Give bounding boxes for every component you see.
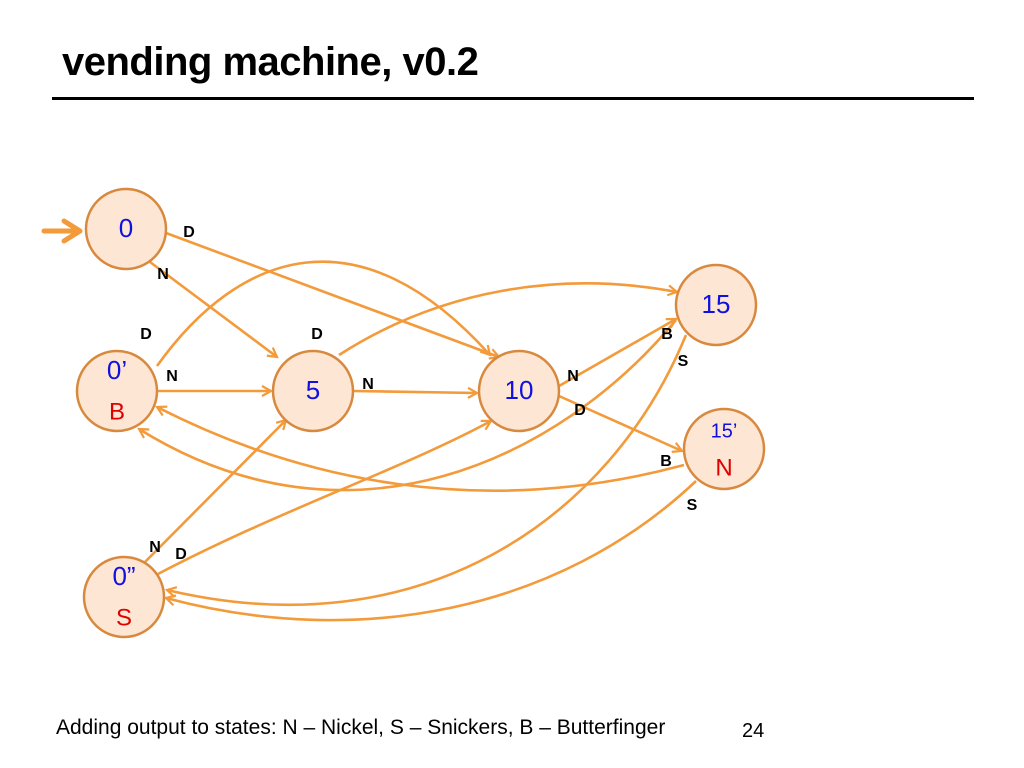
state-circle — [674, 263, 758, 347]
transition-s0-to-s5 — [149, 260, 277, 357]
transition-s5-to-s15 — [338, 282, 677, 357]
state-s0p: 0’ B — [75, 349, 159, 433]
state-output: S — [116, 604, 132, 631]
state-name: 10 — [505, 375, 534, 405]
transition-s15p-to-s0p — [157, 407, 685, 492]
state-s0pp: 0” S — [82, 555, 166, 639]
transition-s0pp-to-s5 — [143, 420, 286, 564]
state-name: 0” — [112, 561, 135, 591]
state-s15p: 15’ N — [682, 407, 766, 491]
transition-s10-to-s15p — [558, 394, 682, 451]
transition-label-s15-to-s0pp: S — [678, 353, 689, 370]
transition-edges — [139, 231, 697, 622]
state-circle — [75, 349, 159, 433]
transition-label-s0p-to-s5: N — [166, 368, 178, 385]
start-arrow-shape — [41, 218, 83, 244]
transition-s0-to-s10 — [165, 231, 499, 357]
transition-label-s15p-to-s0p: B — [660, 453, 672, 470]
transition-s10-to-s15 — [558, 317, 676, 388]
transition-label-s0-to-s10: D — [183, 224, 195, 241]
state-output: B — [109, 398, 125, 425]
page-number: 24 — [742, 720, 765, 742]
state-nodes: 0 0’ B 0” S 5 10 15 15’ N — [75, 187, 766, 639]
state-s15: 15 — [674, 263, 758, 347]
transition-label-s10-to-s15: N — [567, 368, 579, 385]
transition-s15p-to-s0pp — [166, 480, 697, 622]
transition-label-s5-to-s10: N — [362, 376, 374, 393]
state-s5: 5 — [271, 349, 355, 433]
state-circle — [477, 349, 561, 433]
state-circle — [682, 407, 766, 491]
transition-label-s0pp-to-s10: D — [175, 546, 187, 563]
slide-caption: Adding output to states: N – Nickel, S –… — [56, 716, 666, 739]
state-s0: 0 — [84, 187, 168, 271]
state-name: 0 — [119, 213, 133, 243]
transition-label-s15-to-s0p: B — [661, 326, 673, 343]
start-arrow — [41, 218, 83, 244]
state-circle — [84, 187, 168, 271]
state-circle — [271, 349, 355, 433]
state-circle — [82, 555, 166, 639]
transition-label-s5-to-s15: D — [311, 326, 323, 343]
state-name: 5 — [306, 375, 320, 405]
transition-s5-to-s10 — [352, 391, 477, 393]
state-name: 15’ — [711, 420, 738, 442]
transition-label-s10-to-s15p: D — [574, 402, 586, 419]
transition-label-s0-to-s5: N — [157, 266, 169, 283]
transition-s0p-to-s10 — [155, 260, 490, 367]
transition-label-s15p-to-s0pp: S — [687, 497, 698, 514]
transition-s15-to-s0p — [139, 319, 678, 492]
state-output: N — [715, 454, 732, 481]
transition-label-s0pp-to-s5: N — [149, 539, 161, 556]
transition-label-s0p-to-s10: D — [140, 326, 152, 343]
transition-s0pp-to-s10 — [157, 421, 491, 576]
state-s10: 10 — [477, 349, 561, 433]
state-name: 0’ — [107, 355, 127, 385]
transition-s15-to-s0pp — [167, 334, 688, 606]
slide-title: vending machine, v0.2 — [62, 40, 479, 84]
title-underline — [52, 97, 974, 100]
state-name: 15 — [702, 289, 731, 319]
